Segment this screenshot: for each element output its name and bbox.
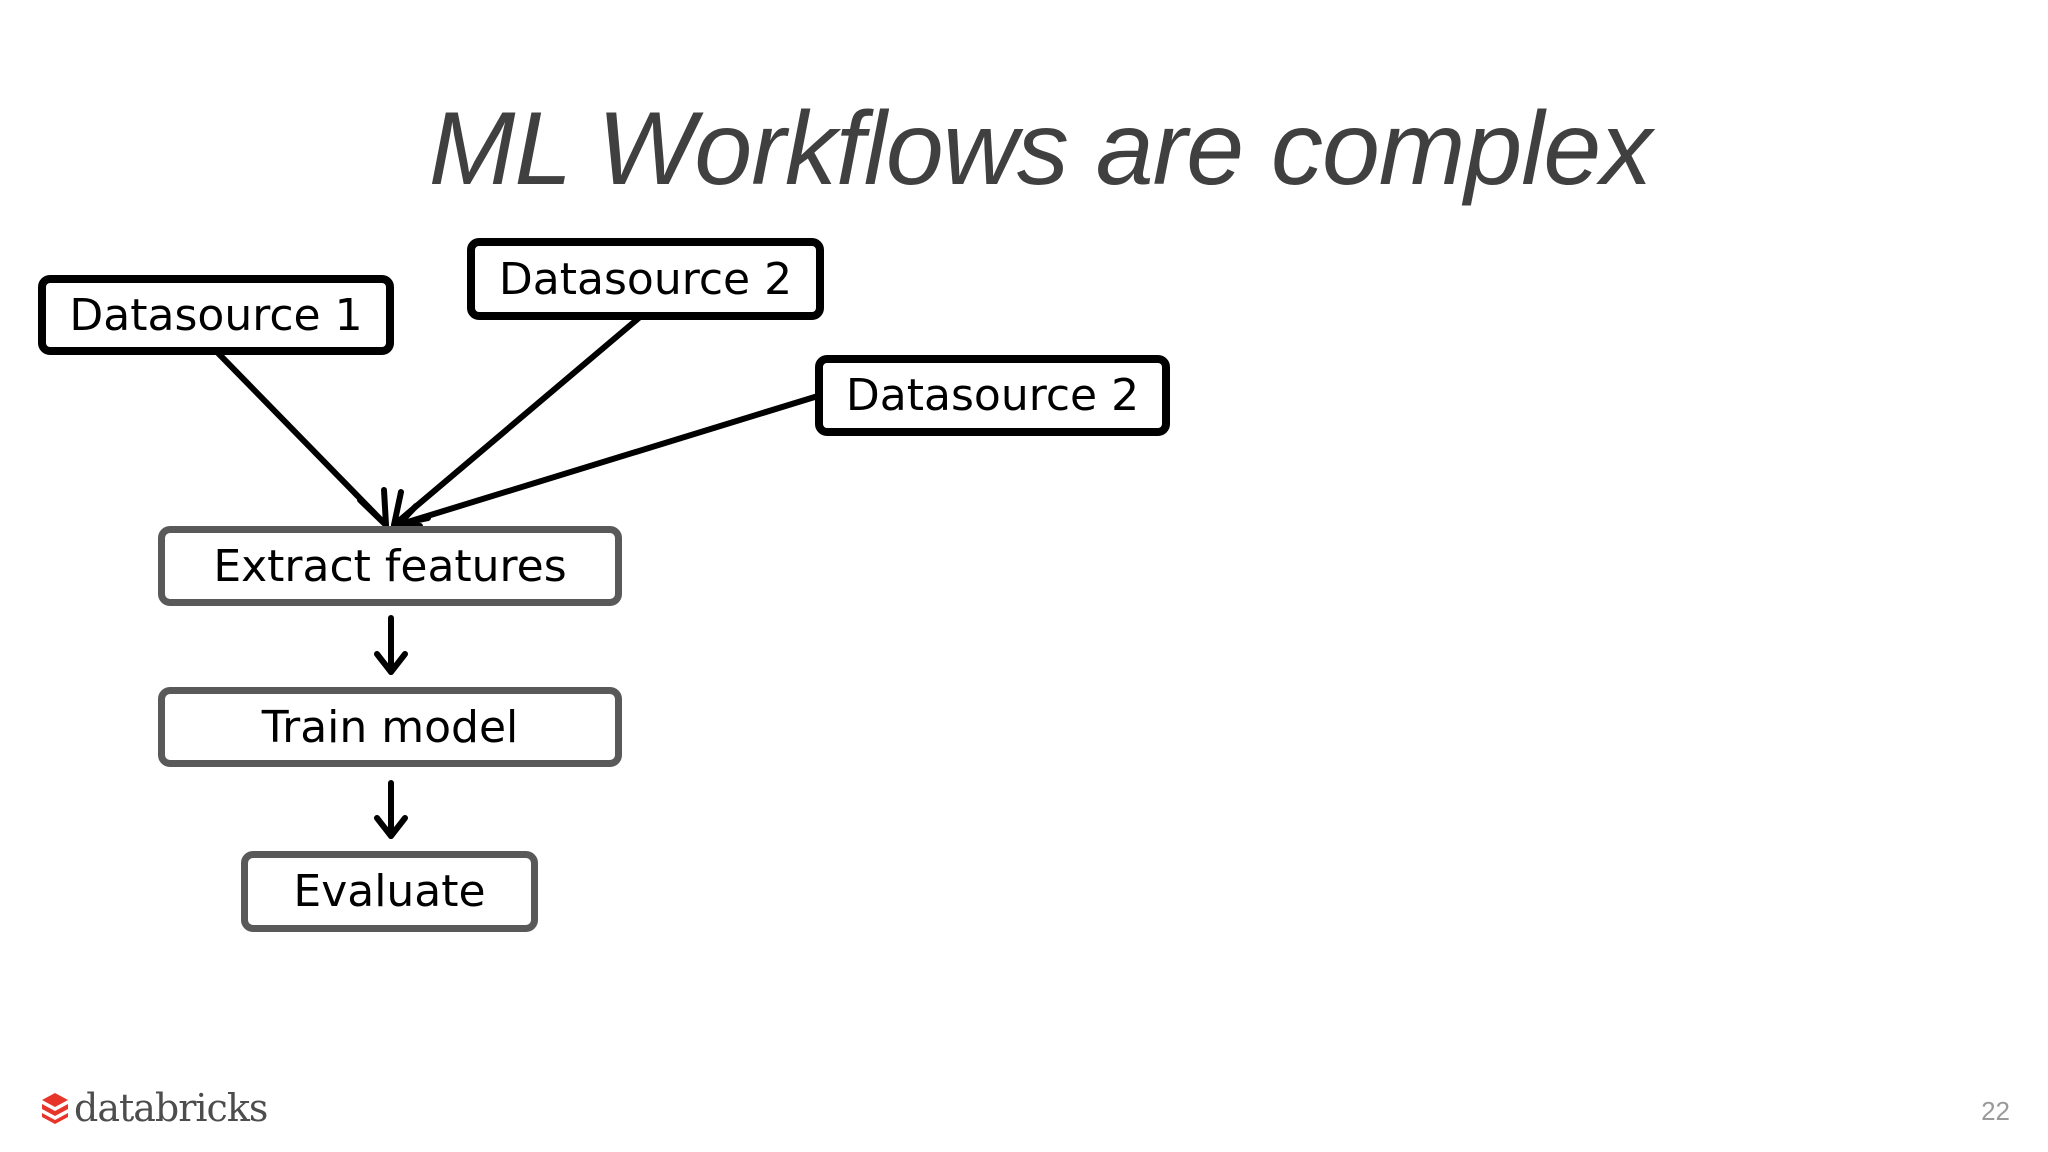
train-model-label: Train model [261, 701, 519, 753]
evaluate-box: Evaluate [241, 851, 538, 932]
datasource-3-label: Datasource 2 [845, 370, 1140, 421]
logo-wordmark: databricks [74, 1086, 268, 1130]
arrow-source3-head [395, 503, 423, 529]
databricks-logo: databricks [40, 1086, 268, 1130]
train-model-box: Train model [158, 687, 622, 767]
datasource-1-box: Datasource 1 [38, 275, 394, 355]
datasource-3-box: Datasource 2 [815, 355, 1170, 436]
datasource-2-box: Datasource 2 [467, 238, 824, 320]
datasource-2-label: Datasource 2 [498, 253, 793, 305]
page-number: 22 [1981, 1096, 2010, 1126]
extract-features-box: Extract features [158, 526, 622, 606]
datasource-1-label: Datasource 1 [69, 289, 363, 341]
arrow-source1-head [357, 487, 389, 528]
arrow-source1-to-extract [215, 350, 389, 528]
arrow-source2-to-extract [391, 314, 643, 528]
slide-title: ML Workflows are complex [428, 91, 1652, 207]
arrow-extract-to-train-head [374, 651, 408, 675]
extract-features-label: Extract features [213, 540, 567, 592]
evaluate-label: Evaluate [293, 866, 486, 917]
databricks-stack-icon [42, 1093, 68, 1124]
arrow-source3-to-extract [395, 393, 821, 528]
arrow-train-to-evaluate-head [374, 815, 408, 839]
